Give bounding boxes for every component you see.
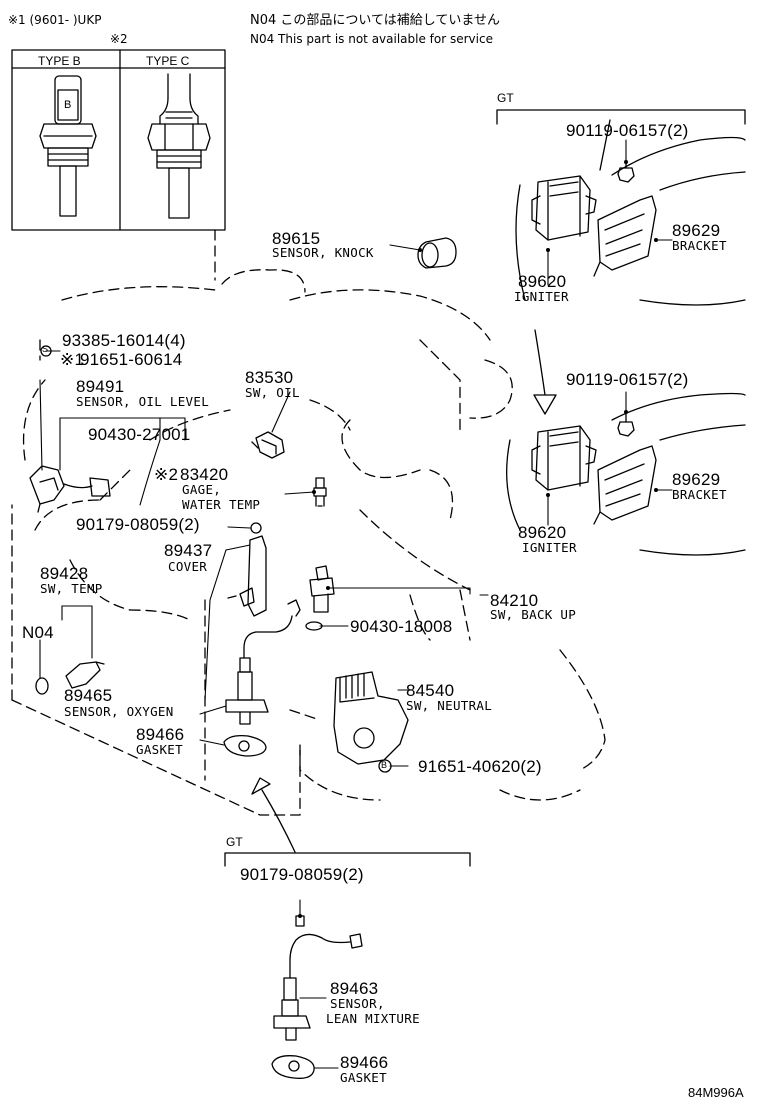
note-en: N04 This part is not available for servi… bbox=[250, 32, 493, 46]
part-89629-top-name: BRACKET bbox=[672, 238, 727, 253]
part-89620-bottom-number: 89620 bbox=[518, 523, 567, 542]
figure-id: 84M996A bbox=[688, 1085, 744, 1100]
part-90179-top-number: 90179-08059(2) bbox=[76, 515, 200, 534]
part-89465-number: 89465 bbox=[64, 686, 113, 705]
part-89620-top-number: 89620 bbox=[518, 272, 567, 291]
gt-bottom-label: GT bbox=[226, 835, 243, 849]
part-89615-name: SENSOR, KNOCK bbox=[272, 245, 374, 260]
part-89466-bottom-number: 89466 bbox=[340, 1053, 389, 1072]
part-91651-40620-number: 91651-40620(2) bbox=[418, 757, 542, 776]
back-up-switch bbox=[305, 565, 335, 631]
leader-lines bbox=[39, 139, 673, 1069]
variant-type-c-label: TYPE C bbox=[146, 54, 190, 68]
part-83420-number: 83420 bbox=[180, 465, 229, 484]
part-89491-number: 89491 bbox=[76, 377, 125, 396]
arrow-head-igniter bbox=[533, 394, 557, 415]
variant-type-b-label: TYPE B bbox=[38, 54, 81, 68]
igniter-bottom bbox=[531, 425, 597, 491]
gt-top-bracket bbox=[496, 109, 746, 125]
part-89463-name-2: LEAN MIXTURE bbox=[326, 1011, 420, 1026]
bracket-top bbox=[593, 195, 657, 277]
gasket-89466-a bbox=[223, 734, 267, 757]
bracket-bottom bbox=[593, 445, 657, 525]
part-90119-bottom-number: 90119-06157(2) bbox=[566, 370, 689, 389]
part-91651-60614-number: 91651-60614 bbox=[80, 350, 183, 369]
type-c-sensor-icon bbox=[147, 73, 211, 219]
engine-contours-right bbox=[506, 119, 746, 556]
n04-code: N04 bbox=[22, 623, 54, 642]
part-90430-18008-number: 90430-18008 bbox=[350, 617, 453, 636]
part-89463-name-1: SENSOR, bbox=[330, 996, 385, 1011]
knock-sensor bbox=[417, 237, 457, 269]
part-83530-number: 83530 bbox=[245, 368, 294, 387]
oil-switch bbox=[251, 431, 285, 459]
footnote-2: ※2 bbox=[110, 32, 128, 46]
part-89466-top-number: 89466 bbox=[136, 725, 185, 744]
part-93385-number: 93385-16014(4) bbox=[62, 331, 186, 350]
oxygen-sensor bbox=[225, 599, 301, 725]
bolt-b-mark: B bbox=[381, 760, 388, 770]
part-89629-bottom-number: 89629 bbox=[672, 470, 721, 489]
part-84540-number: 84540 bbox=[406, 681, 455, 700]
variant-b-mark: B bbox=[64, 99, 72, 111]
temp-switch bbox=[35, 661, 105, 695]
part-83530-name: SW, OIL bbox=[245, 385, 300, 400]
part-89629-bottom-name: BRACKET bbox=[672, 487, 727, 502]
part-83420-name-1: GAGE, bbox=[182, 482, 222, 497]
note-jp: N04 この部品については補給していません bbox=[250, 13, 500, 28]
part-90119-top-number: 90119-06157(2) bbox=[566, 121, 689, 140]
part-89620-bottom-name: IGNITER bbox=[522, 540, 577, 555]
part-89466-top-name: GASKET bbox=[136, 742, 183, 757]
part-89466-bottom-name: GASKET bbox=[340, 1070, 387, 1085]
bolt-s-mark: S bbox=[42, 344, 49, 354]
part-83420-mark: ※2 bbox=[154, 465, 179, 484]
part-89465-name: SENSOR, OXYGEN bbox=[64, 704, 174, 719]
part-91651-60614-mark: ※1 bbox=[60, 350, 85, 369]
arrow-to-oxygen bbox=[261, 789, 296, 853]
cover-89437 bbox=[227, 522, 267, 617]
part-89629-top-number: 89629 bbox=[672, 221, 721, 240]
gt-bottom-bracket bbox=[224, 852, 471, 867]
type-b-sensor-icon bbox=[39, 75, 97, 217]
neutral-switch bbox=[333, 671, 409, 773]
part-90430-27001-number: 90430-27001 bbox=[88, 425, 191, 444]
arrow-to-igniter bbox=[534, 329, 546, 396]
arrow-head-oxygen bbox=[251, 777, 271, 795]
part-89437-name: COVER bbox=[168, 559, 208, 574]
part-89463-number: 89463 bbox=[330, 979, 379, 998]
part-89437-number: 89437 bbox=[164, 541, 213, 560]
part-90179-bottom-number: 90179-08059(2) bbox=[240, 865, 364, 884]
part-89428-number: 89428 bbox=[40, 564, 89, 583]
gt-top-label: GT bbox=[497, 91, 514, 105]
part-84210-number: 84210 bbox=[490, 591, 539, 610]
footnote-1: ※1 (9601- )UKP bbox=[8, 13, 102, 27]
part-89491-name: SENSOR, OIL LEVEL bbox=[76, 394, 210, 409]
engine-outline bbox=[11, 229, 606, 816]
igniter-top bbox=[531, 175, 597, 241]
part-89615-number: 89615 bbox=[272, 229, 321, 248]
part-84540-name: SW, NEUTRAL bbox=[406, 698, 493, 713]
part-83420-name-2: WATER TEMP bbox=[182, 497, 261, 512]
part-84210-name: SW, BACK UP bbox=[490, 607, 577, 622]
variant-table bbox=[11, 49, 226, 231]
part-89620-top-name: IGNITER bbox=[514, 289, 569, 304]
gasket-89466-b bbox=[271, 1055, 315, 1079]
part-89428-name: SW, TEMP bbox=[40, 581, 103, 596]
